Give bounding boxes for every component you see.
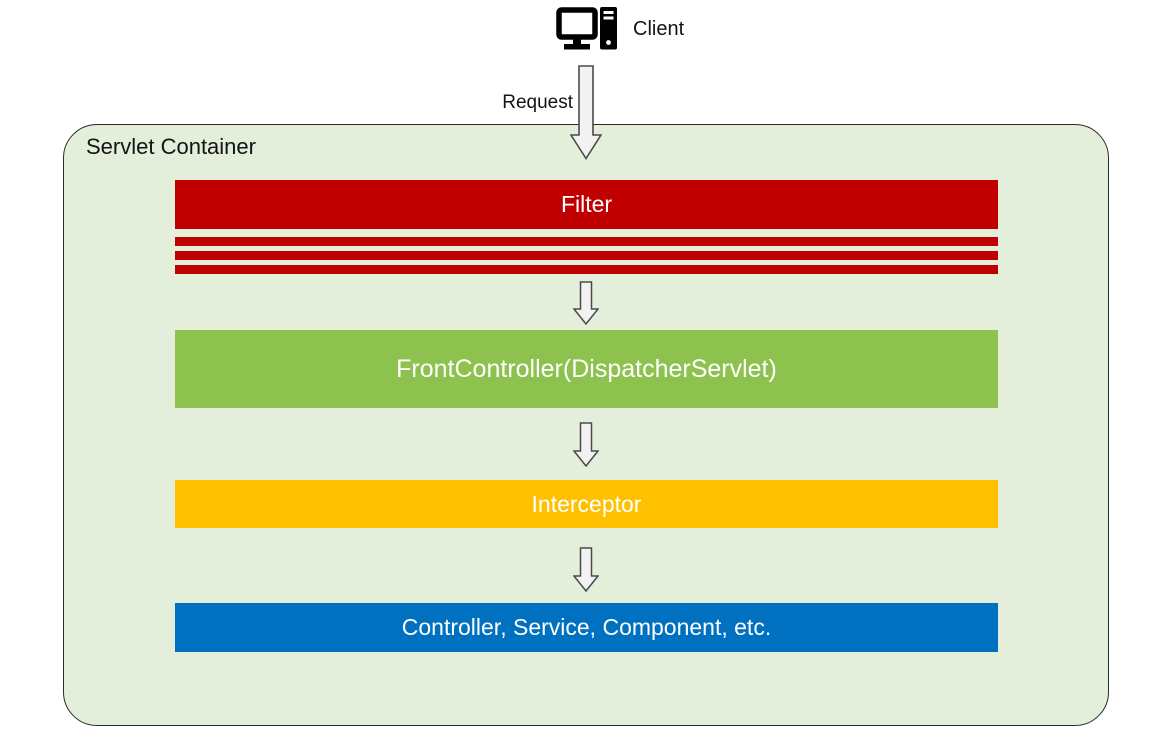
layer-front-controller-label: FrontController(DispatcherServlet) — [396, 354, 777, 383]
layer-controller-label: Controller, Service, Component, etc. — [401, 614, 772, 640]
request-label: Request — [502, 92, 573, 113]
layer-interceptor: Interceptor — [175, 480, 998, 528]
client-group: Client — [556, 6, 684, 53]
layer-front-controller: FrontController(DispatcherServlet) — [175, 330, 998, 408]
down-arrow-icon — [572, 281, 600, 326]
down-arrow-icon — [572, 547, 600, 593]
layer-filter: Filter — [175, 180, 998, 229]
layer-interceptor-label: Interceptor — [531, 490, 642, 517]
filter-chain-stripe — [175, 237, 998, 246]
desktop-computer-icon — [556, 6, 618, 53]
request-down-arrow-icon — [569, 65, 603, 160]
servlet-container-title: Servlet Container — [86, 134, 256, 159]
client-label: Client — [633, 18, 685, 40]
filter-chain-stripe — [175, 251, 998, 260]
filter-chain-stripe — [175, 265, 998, 274]
layer-controller: Controller, Service, Component, etc. — [175, 603, 998, 652]
down-arrow-icon — [572, 422, 600, 468]
layer-filter-label: Filter — [560, 191, 613, 217]
